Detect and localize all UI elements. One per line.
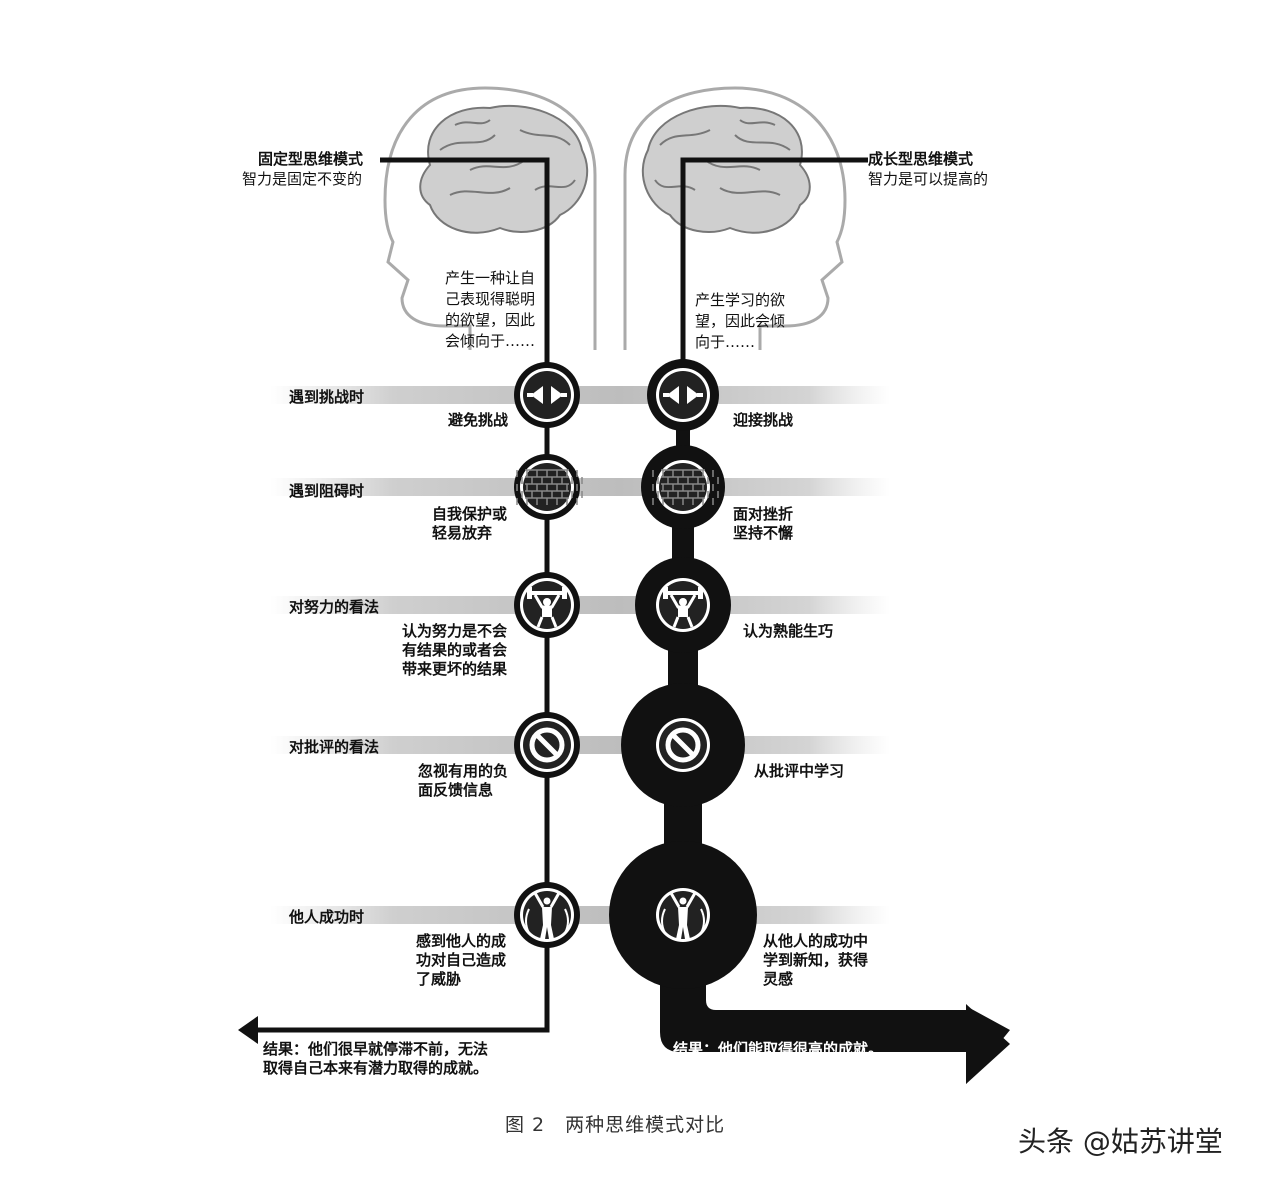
response-line: 了威胁 bbox=[416, 970, 462, 988]
fixed-subtitle: 智力是固定不变的 bbox=[242, 170, 363, 188]
fixed-response-effort: 认为努力是不会 有结果的或者会 带来更坏的结果 bbox=[402, 622, 507, 679]
fixed-desire: 产生一种让自 己表现得聪明 的欲望，因此 会倾向于…… bbox=[445, 268, 535, 352]
response-line: 有结果的或者会 bbox=[402, 641, 508, 659]
growth-no-sign-node bbox=[621, 683, 745, 807]
response-line: 避免挑战 bbox=[448, 411, 509, 429]
result-line: 结果：他们很早就停滞不前，无法 bbox=[263, 1040, 489, 1058]
growth-challenge-arrows-node bbox=[647, 359, 719, 431]
growth-response-others-success: 从他人的成功中 学到新知，获得 灵感 bbox=[763, 932, 868, 989]
growth-desire: 产生学习的欲 望，因此会倾 向于…… bbox=[695, 290, 785, 353]
row-bands bbox=[270, 386, 890, 924]
result-line: 取得自己本来有潜力取得的成就。 bbox=[263, 1059, 489, 1077]
weightlifter-icon bbox=[527, 587, 567, 628]
growth-response-effort: 认为熟能生巧 bbox=[743, 622, 833, 641]
response-line: 灵感 bbox=[763, 970, 794, 988]
growth-desire-line: 产生学习的欲 bbox=[695, 291, 786, 309]
growth-success-person-node bbox=[609, 841, 757, 989]
weightlifter-icon bbox=[663, 587, 703, 628]
row-label-others-success: 他人成功时 bbox=[289, 908, 365, 926]
fixed-brick-wall-node bbox=[514, 454, 583, 520]
fixed-result: 结果：他们很早就停滞不前，无法 取得自己本来有潜力取得的成就。 bbox=[263, 1040, 488, 1078]
response-line: 学到新知，获得 bbox=[763, 951, 869, 969]
challenge-arrows-icon bbox=[527, 386, 567, 404]
fixed-desire-line: 的欲望，因此 bbox=[445, 311, 536, 329]
success-person-icon bbox=[661, 892, 705, 939]
challenge-arrows-icon bbox=[663, 386, 703, 404]
growth-subtitle: 智力是可以提高的 bbox=[868, 170, 989, 188]
no-sign-icon bbox=[665, 727, 701, 763]
row-label-challenge: 遇到挑战时 bbox=[289, 388, 365, 406]
fixed-response-challenge: 避免挑战 bbox=[448, 411, 508, 430]
fixed-circles bbox=[514, 362, 583, 948]
growth-response-challenge: 迎接挑战 bbox=[733, 411, 793, 430]
fixed-title: 固定型思维模式 bbox=[258, 150, 364, 168]
response-line: 带来更坏的结果 bbox=[402, 660, 508, 678]
fixed-response-criticism: 忽视有用的负 面反馈信息 bbox=[418, 762, 508, 800]
growth-response-criticism: 从批评中学习 bbox=[754, 762, 844, 781]
growth-brick-wall-node bbox=[641, 445, 725, 529]
response-line: 迎接挑战 bbox=[733, 411, 794, 429]
watermark: 头条 @姑苏讲堂 bbox=[1018, 1125, 1223, 1158]
response-line: 面反馈信息 bbox=[418, 781, 494, 799]
fixed-brain bbox=[419, 104, 589, 234]
figure-caption: 图 2 两种思维模式对比 bbox=[505, 1114, 726, 1136]
brick-wall-icon bbox=[516, 469, 583, 505]
fixed-response-obstacle: 自我保护或 轻易放弃 bbox=[432, 505, 507, 543]
growth-response-obstacle: 面对挫折 坚持不懈 bbox=[733, 505, 793, 543]
row-label-criticism: 对批评的看法 bbox=[289, 738, 380, 756]
response-line: 自我保护或 bbox=[432, 505, 508, 523]
growth-head bbox=[623, 86, 847, 350]
response-line: 认为努力是不会 bbox=[402, 622, 508, 640]
response-line: 功对自己造成 bbox=[416, 951, 507, 969]
fixed-response-others-success: 感到他人的成 功对自己造成 了威胁 bbox=[416, 932, 506, 989]
growth-brain bbox=[641, 104, 811, 234]
growth-desire-line: 望，因此会倾 bbox=[695, 312, 786, 330]
fixed-desire-line: 产生一种让自 bbox=[445, 269, 536, 287]
response-line: 从批评中学习 bbox=[754, 762, 845, 780]
fixed-weightlifter-node bbox=[514, 572, 580, 638]
fixed-no-sign-node bbox=[514, 712, 580, 778]
growth-title: 成长型思维模式 bbox=[868, 150, 974, 168]
growth-result: 结果：他们能取得很高的成就。 bbox=[673, 1040, 884, 1058]
fixed-success-person-node bbox=[514, 882, 580, 948]
growth-weightlifter-node bbox=[635, 557, 731, 653]
response-line: 从他人的成功中 bbox=[763, 932, 869, 950]
response-line: 面对挫折 bbox=[733, 505, 794, 523]
fixed-challenge-arrows-node bbox=[514, 362, 580, 428]
row-label-effort: 对努力的看法 bbox=[289, 598, 380, 616]
fixed-desire-line: 己表现得聪明 bbox=[445, 290, 536, 308]
fixed-desire-line: 会倾向于…… bbox=[445, 332, 536, 350]
response-line: 忽视有用的负 bbox=[418, 762, 509, 780]
response-line: 认为熟能生巧 bbox=[743, 622, 834, 640]
response-line: 感到他人的成 bbox=[416, 932, 507, 950]
response-line: 轻易放弃 bbox=[432, 524, 493, 542]
row-label-obstacle: 遇到阻碍时 bbox=[289, 482, 365, 500]
no-sign-icon bbox=[529, 727, 565, 763]
success-person-icon bbox=[525, 892, 569, 939]
growth-circles bbox=[609, 359, 757, 989]
brick-wall-icon bbox=[652, 469, 719, 505]
response-line: 坚持不懈 bbox=[733, 524, 794, 542]
growth-desire-line: 向于…… bbox=[695, 333, 756, 351]
